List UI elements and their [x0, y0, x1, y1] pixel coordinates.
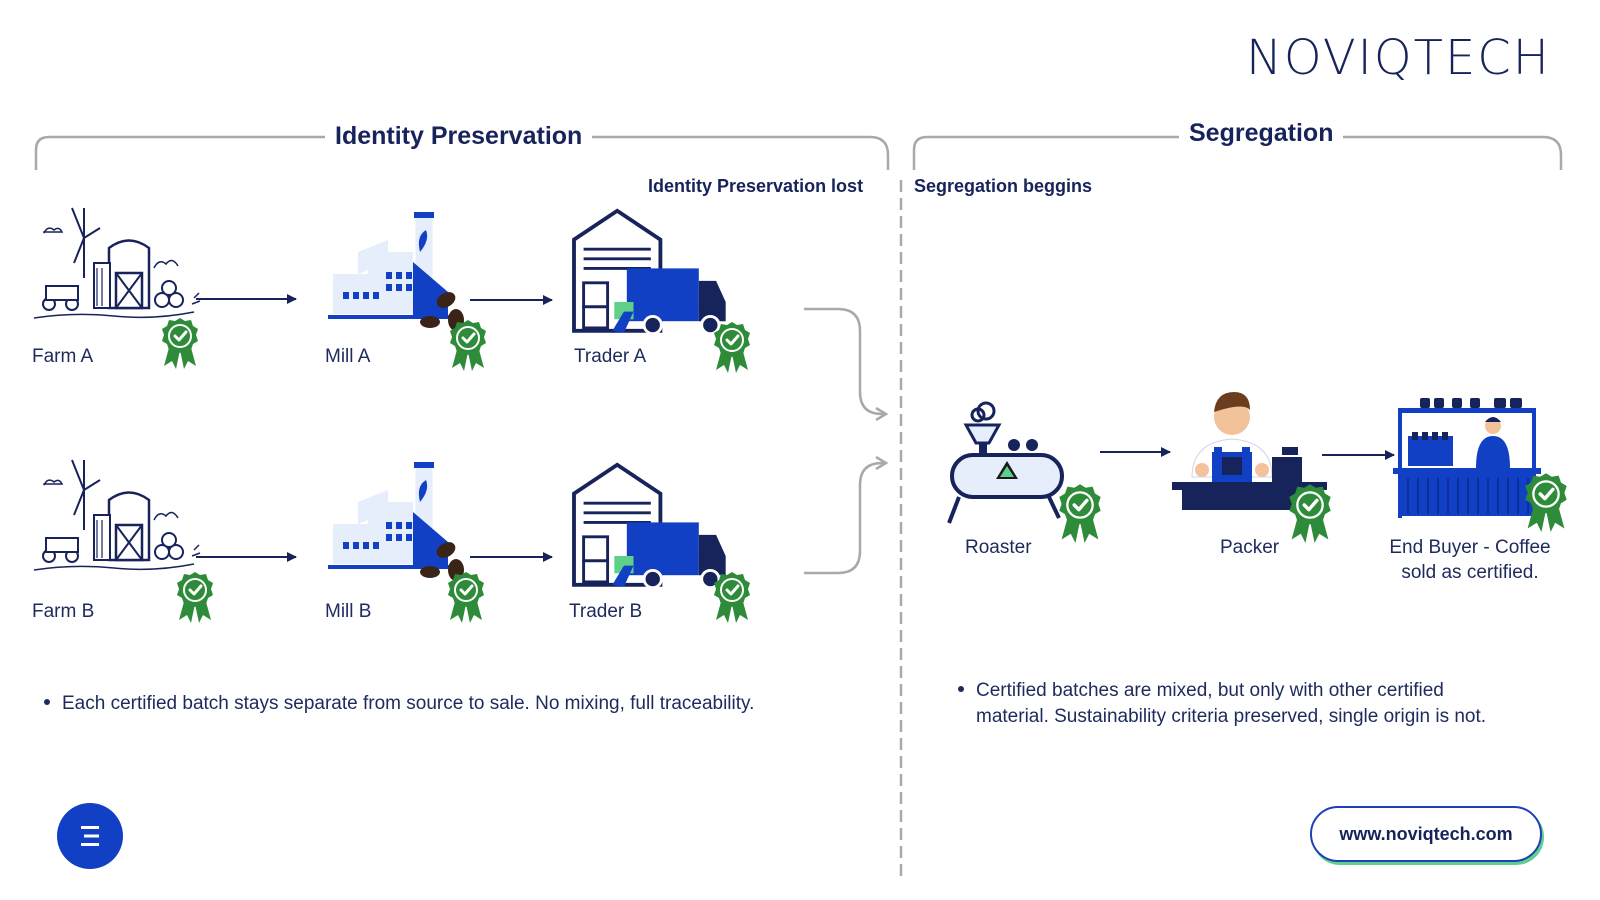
- roaster-label: Roaster: [965, 537, 1032, 558]
- merge-connector-a: [804, 307, 886, 414]
- brand-logo: NOVIQTECH: [1246, 30, 1551, 86]
- farm-a-label: Farm A: [32, 346, 94, 367]
- packer-label: Packer: [1220, 537, 1280, 558]
- mill-a-label: Mill A: [325, 346, 371, 367]
- segregation-bullet-line2: material. Sustainability criteria preser…: [976, 706, 1487, 727]
- mill-b-label: Mill B: [325, 601, 372, 622]
- segregation-bullet-line1: Certified batches are mixed, but only wi…: [976, 680, 1444, 701]
- mill-a-certified-badge-icon: [448, 318, 488, 373]
- farm-a-icon: [32, 206, 202, 320]
- trader-a-label: Trader A: [574, 346, 647, 367]
- trader-a-truck-icon: [572, 208, 728, 336]
- roaster-certified-badge-icon: [1057, 482, 1103, 545]
- end-buyer-label-line1: End Buyer - Coffee: [1389, 537, 1551, 558]
- mill-b-icon: [327, 461, 465, 582]
- roaster-icon: [947, 401, 1064, 525]
- bullet-dot: [44, 698, 50, 705]
- trader-b-truck-icon: [572, 462, 728, 590]
- identity-bullet: Each certified batch stays separate from…: [44, 691, 754, 717]
- end-buyer-label: End Buyer - Coffee sold as certified.: [1380, 537, 1560, 584]
- trader-b-label: Trader B: [569, 601, 643, 622]
- segregation-begins-label: Segregation beggins: [914, 176, 1093, 196]
- mill-a-icon: [327, 211, 465, 332]
- merge-connector-b: [804, 463, 886, 575]
- identity-lost-label: Identity Preservation lost: [648, 176, 864, 196]
- farm-b-label: Farm B: [32, 601, 95, 622]
- trader-a-certified-badge-icon: [712, 320, 752, 375]
- farm-b-certified-badge-icon: [175, 570, 215, 625]
- identity-bullet-text: Each certified batch stays separate from…: [62, 693, 755, 714]
- end-buyer-label-line2: sold as certified.: [1401, 562, 1539, 583]
- packer-certified-badge-icon: [1287, 482, 1333, 545]
- segregation-bullet: Certified batches are mixed, but only wi…: [958, 678, 1486, 730]
- mill-b-certified-badge-icon: [446, 570, 486, 625]
- identity-preservation-title: Identity Preservation: [325, 122, 593, 151]
- end-buyer-icon: [1392, 397, 1542, 519]
- bullet-dot: [958, 685, 964, 692]
- farm-b-icon: [32, 458, 202, 572]
- end-buyer-certified-badge-icon: [1523, 471, 1569, 534]
- segregation-title: Segregation: [1179, 119, 1344, 148]
- menu-button[interactable]: [57, 803, 123, 869]
- trader-b-certified-badge-icon: [712, 570, 752, 625]
- menu-icon: [81, 826, 99, 846]
- farm-a-certified-badge-icon: [160, 316, 200, 371]
- website-link[interactable]: www.noviqtech.com: [1310, 806, 1542, 862]
